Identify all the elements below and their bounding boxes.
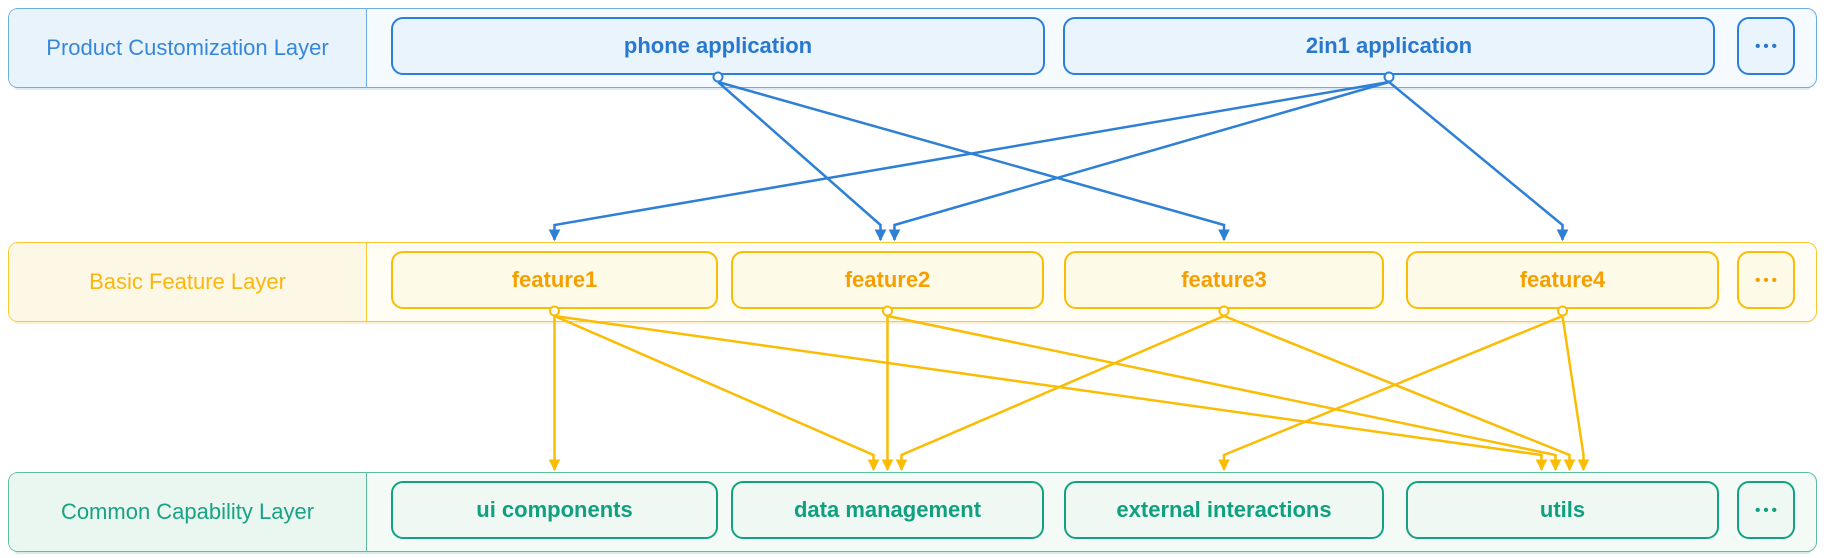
more-products-button[interactable]: ••• [1737, 17, 1795, 75]
layer-label-basic-feature: Basic Feature Layer [9, 243, 367, 321]
edge-feature4-to-utils [1561, 315, 1590, 472]
node-external-interactions[interactable]: external interactions [1064, 481, 1384, 539]
node-ui-components[interactable]: ui components [391, 481, 718, 539]
edge-feature1-to-data_management [554, 314, 880, 472]
node-data-management[interactable]: data management [731, 481, 1044, 539]
edge-app_2in1-to-feature2 [888, 80, 1390, 242]
more-capabilities-button[interactable]: ••• [1737, 481, 1795, 539]
edge-feature1-to-utils [554, 314, 1548, 472]
edge-phone_app-to-feature3 [717, 80, 1230, 242]
edge-feature3-to-utils [1223, 314, 1576, 472]
edge-phone_app-to-feature2 [717, 81, 887, 242]
edge-app_2in1-to-feature4 [1388, 81, 1569, 242]
node-utils[interactable]: utils [1406, 481, 1719, 539]
node-feature1[interactable]: feature1 [391, 251, 718, 309]
node-phone-application[interactable]: phone application [391, 17, 1045, 75]
edge-feature3-to-data_management [895, 314, 1225, 472]
node-2in1-application[interactable]: 2in1 application [1063, 17, 1715, 75]
node-feature4[interactable]: feature4 [1406, 251, 1719, 309]
node-feature2[interactable]: feature2 [731, 251, 1044, 309]
layer-common-capability: Common Capability Layer ui components da… [8, 472, 1817, 552]
edge-app_2in1-to-feature1 [548, 80, 1390, 242]
more-features-button[interactable]: ••• [1737, 251, 1795, 309]
node-feature3[interactable]: feature3 [1064, 251, 1384, 309]
layer-product-customization: Product Customization Layer phone applic… [8, 8, 1817, 88]
edge-feature4-to-external_interactions [1218, 314, 1563, 472]
layer-label-common-capability: Common Capability Layer [9, 473, 367, 551]
edge-feature2-to-utils [887, 314, 1562, 472]
layer-label-product-customization: Product Customization Layer [9, 9, 367, 87]
layer-basic-feature: Basic Feature Layer feature1 feature2 fe… [8, 242, 1817, 322]
